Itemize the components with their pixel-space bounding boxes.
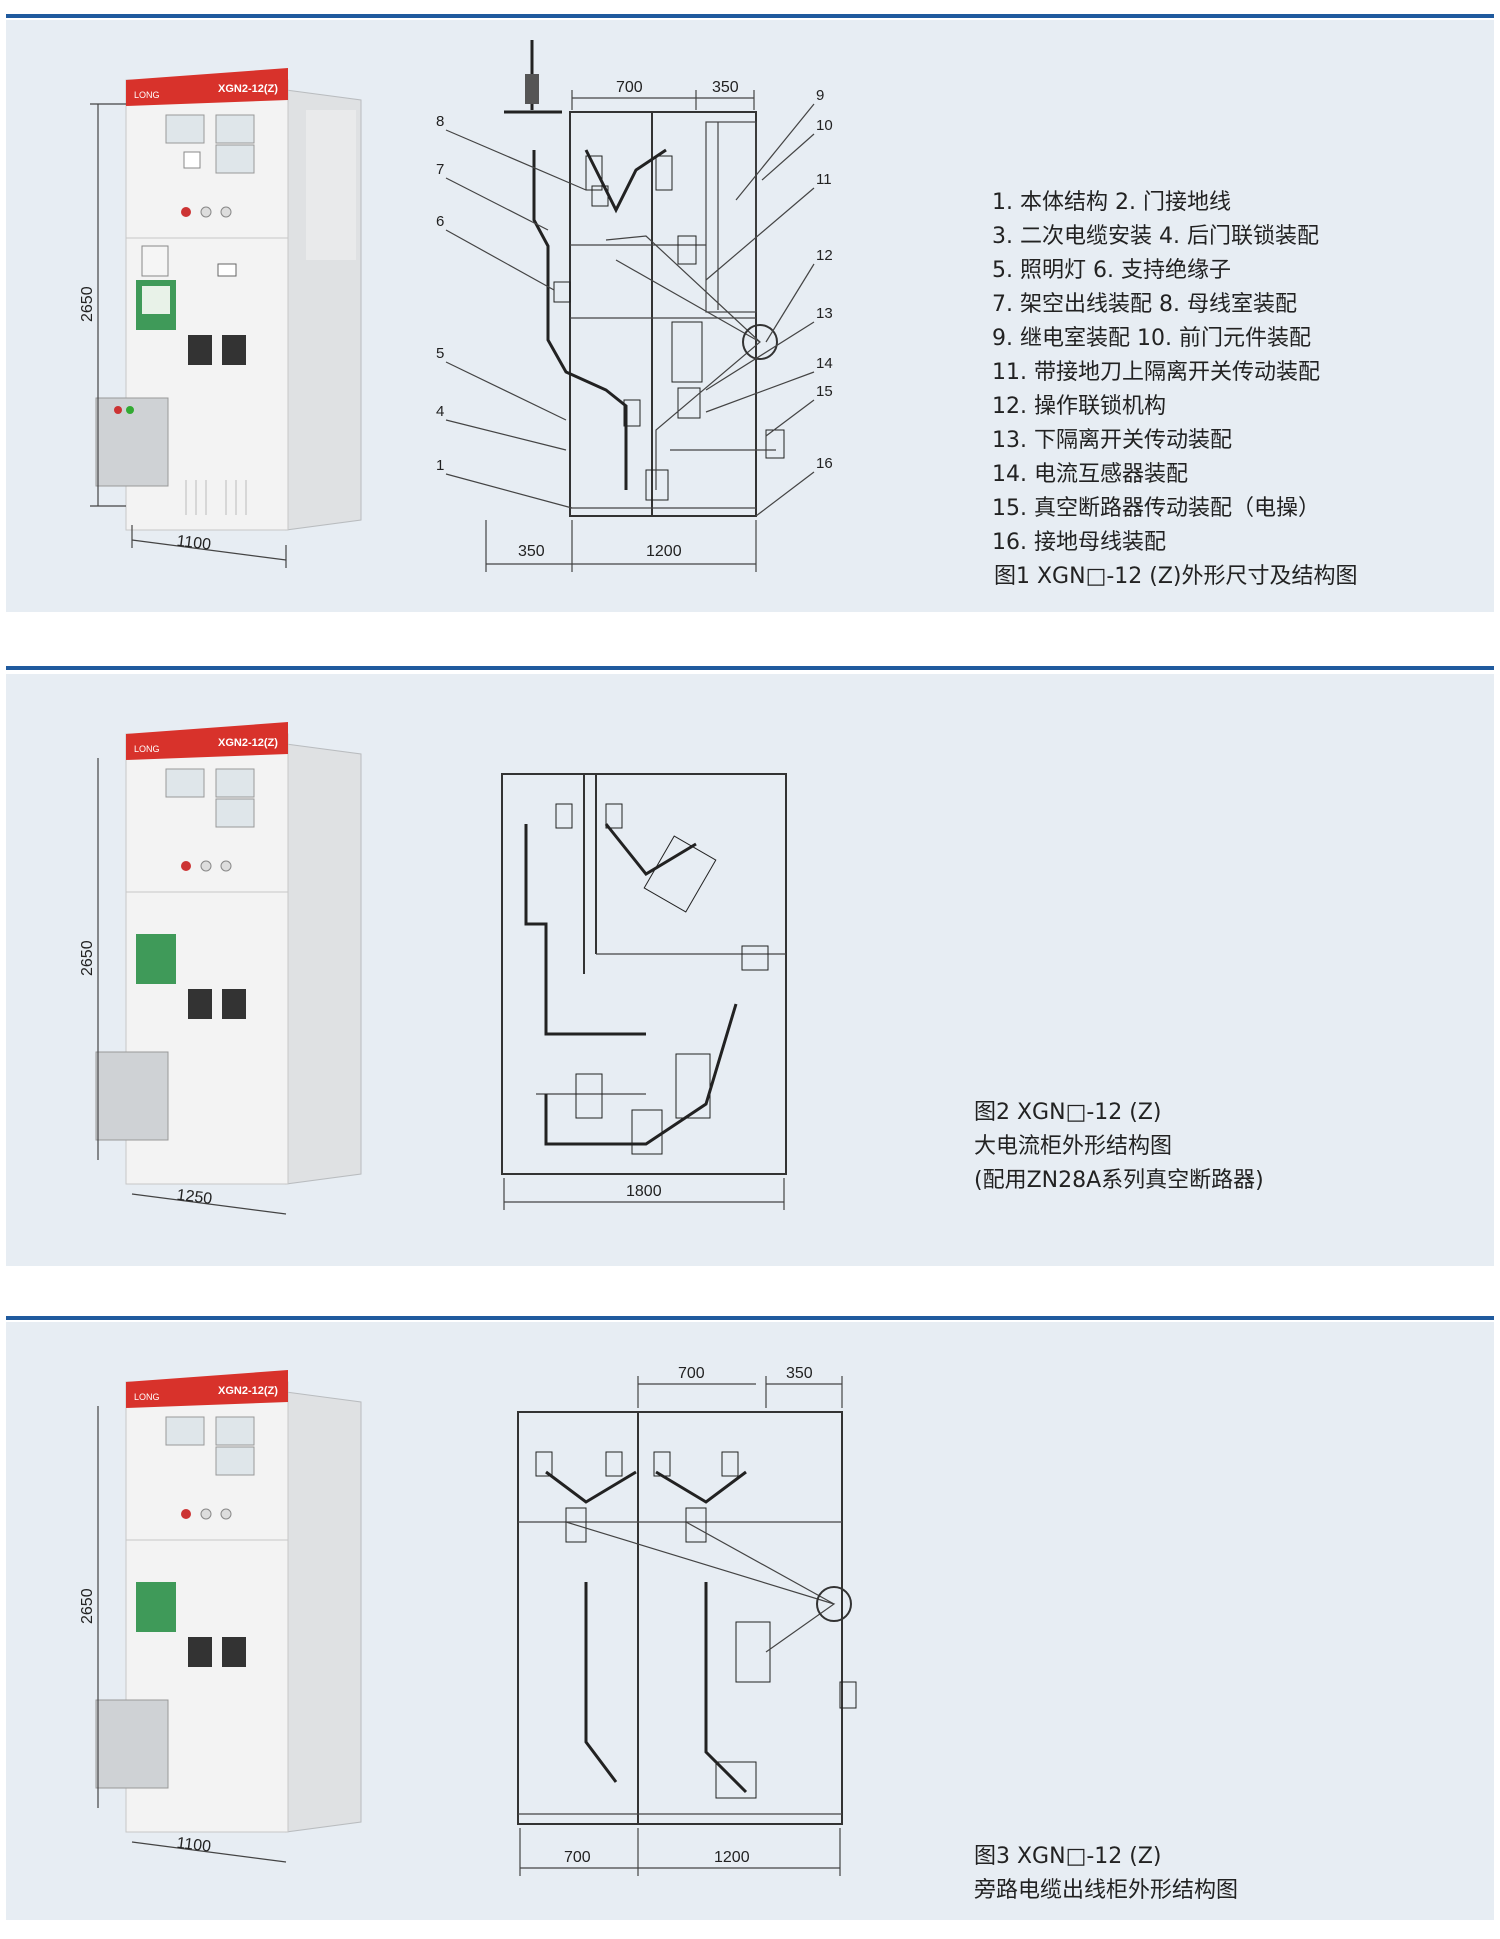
section-1-figures: LONG XGN2-12(Z) [79, 40, 833, 572]
top-dimension-2: 350 [712, 79, 739, 96]
callout-5: 5 [436, 345, 444, 362]
model-label: XGN2-12(Z) [218, 737, 278, 749]
model-label: XGN2-12(Z) [218, 1385, 278, 1397]
callout-4: 4 [436, 403, 444, 420]
caption-line: 旁路电缆出线柜外形结构图 [974, 1878, 1239, 1903]
callout-12: 12 [816, 247, 833, 264]
callout-6: 6 [436, 213, 444, 230]
callout-15: 15 [816, 383, 833, 400]
brand-label: LONG [134, 744, 160, 754]
caption-line: (配用ZN28A系列真空断路器) [974, 1168, 1264, 1193]
section-1-panel: LONG XGN2-12(Z) [6, 20, 1494, 612]
structure-drawing-2: 1800 [501, 773, 787, 1210]
bottom-dimension-2: 1200 [714, 1849, 750, 1866]
section-2-figures: LONG XGN2-12(Z) 2650 1250 [79, 722, 787, 1215]
bottom-dimension-1: 700 [564, 1849, 591, 1866]
legend-line: 7. 架空出线装配 8. 母线室装配 [992, 292, 1297, 317]
legend-line: 12. 操作联锁机构 [992, 394, 1166, 419]
callout-11: 11 [816, 171, 832, 188]
height-dimension: 2650 [79, 286, 96, 322]
legend-line: 9. 继电室装配 10. 前门元件装配 [992, 326, 1311, 351]
section-divider-2 [6, 666, 1494, 670]
callout-16: 16 [816, 455, 833, 472]
caption-line: 图1 XGN□-12 (Z)外形尺寸及结构图 [994, 564, 1358, 589]
callout-8: 8 [436, 113, 444, 130]
callout-13: 13 [816, 305, 833, 322]
brand-label: LONG [134, 1392, 160, 1402]
section-3-panel: LONG XGN2-12(Z) 2650 1100 [6, 1322, 1494, 1920]
legend-line: 13. 下隔离开关传动装配 [992, 428, 1232, 453]
callout-10: 10 [816, 117, 833, 134]
width-dimension: 1250 [176, 1187, 214, 1208]
figure-caption-3: 图3 XGN□-12 (Z) 旁路电缆出线柜外形结构图 [974, 1840, 1238, 1908]
legend-line: 14. 电流互感器装配 [992, 462, 1188, 487]
top-dimension-1: 700 [616, 79, 643, 96]
figure-caption-1: 图1 XGN□-12 (Z)外形尺寸及结构图 [994, 560, 1358, 594]
cabinet-illustration-1: LONG XGN2-12(Z) [79, 68, 362, 568]
height-dimension: 2650 [79, 940, 96, 976]
structure-drawing-3: 700 350 700 1200 [517, 1365, 857, 1876]
structure-drawing-1: 700 350 350 1200 8 7 6 5 4 1 [436, 40, 833, 572]
top-dimension-1: 700 [678, 1365, 705, 1382]
callout-9: 9 [816, 87, 824, 104]
cabinet-illustration-3: LONG XGN2-12(Z) 2650 1100 [79, 1370, 362, 1863]
top-dimension-2: 350 [786, 1365, 813, 1382]
component-legend: 1. 本体结构 2. 门接地线 3. 二次电缆安装 4. 后门联锁装配 5. 照… [992, 186, 1320, 560]
callout-14: 14 [816, 355, 833, 372]
caption-line: 图2 XGN□-12 (Z) [974, 1100, 1162, 1125]
width-dimension: 1100 [176, 1835, 212, 1856]
section-divider-1 [6, 14, 1494, 18]
section-3-figures: LONG XGN2-12(Z) 2650 1100 [79, 1365, 857, 1876]
bottom-dimension-2: 1200 [646, 543, 682, 560]
caption-line: 图3 XGN□-12 (Z) [974, 1844, 1162, 1869]
section-divider-3 [6, 1316, 1494, 1320]
bottom-dimension-1: 350 [518, 543, 545, 560]
height-dimension: 2650 [79, 1588, 96, 1624]
callout-1: 1 [436, 457, 444, 474]
callout-7: 7 [436, 161, 444, 178]
legend-line: 11. 带接地刀上隔离开关传动装配 [992, 360, 1320, 385]
legend-line: 15. 真空断路器传动装配（电操） [992, 496, 1320, 521]
model-label: XGN2-12(Z) [218, 83, 278, 95]
bottom-dimension-1: 1800 [626, 1183, 662, 1200]
legend-line: 1. 本体结构 2. 门接地线 [992, 190, 1231, 215]
brand-label: LONG [134, 90, 160, 100]
legend-line: 16. 接地母线装配 [992, 530, 1166, 555]
cabinet-top-header [126, 68, 288, 106]
width-dimension: 1100 [176, 533, 212, 554]
cabinet-illustration-2: LONG XGN2-12(Z) 2650 1250 [79, 722, 362, 1215]
legend-line: 5. 照明灯 6. 支持绝缘子 [992, 258, 1231, 283]
figure-caption-2: 图2 XGN□-12 (Z) 大电流柜外形结构图 (配用ZN28A系列真空断路器… [974, 1096, 1264, 1198]
legend-line: 3. 二次电缆安装 4. 后门联锁装配 [992, 224, 1319, 249]
caption-line: 大电流柜外形结构图 [974, 1134, 1173, 1159]
section-2-panel: LONG XGN2-12(Z) 2650 1250 [6, 674, 1494, 1266]
